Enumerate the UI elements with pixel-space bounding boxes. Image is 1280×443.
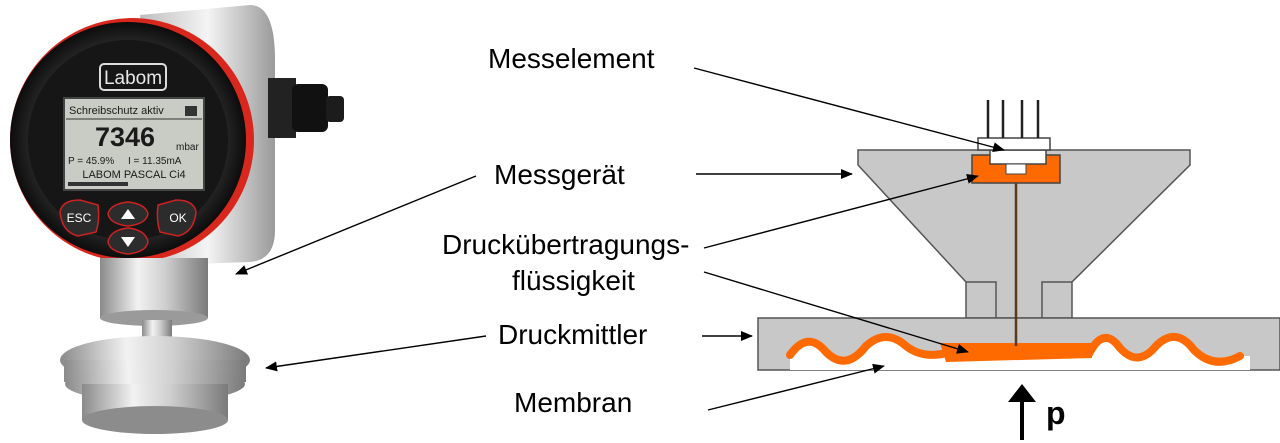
down-arrow-icon xyxy=(121,237,135,247)
leader-messgeraet-photo xyxy=(235,175,477,275)
leader-fluid-sensor xyxy=(703,173,979,249)
device-buttons: ESC OK xyxy=(59,199,197,255)
device-lcd xyxy=(63,97,205,191)
lcd-bar-graph xyxy=(68,182,128,186)
leader-fluid-chamber xyxy=(703,271,969,354)
lcd-current: I = 11.35mA xyxy=(128,156,182,167)
leader-membran xyxy=(707,363,885,411)
ok-button xyxy=(156,199,197,237)
label-fluessigkeit-line1: Druckübertragungs- xyxy=(442,229,689,260)
transmission-fluid-chamber xyxy=(940,343,1092,362)
ok-button-label: OK xyxy=(169,211,186,225)
sensor-element xyxy=(989,149,1047,165)
label-messgeraet: Messgerät xyxy=(494,159,625,190)
device-neck xyxy=(100,258,208,318)
pressure-transmitter-device: Labom Schreibschutz aktiv 7346 mbar P = … xyxy=(10,5,344,434)
up-arrow-icon xyxy=(121,209,135,219)
cross-section xyxy=(757,100,1280,371)
lcd-model: LABOM PASCAL Ci4 xyxy=(82,169,185,181)
label-fluessigkeit-line2: flüssigkeit xyxy=(512,265,635,296)
leader-lines xyxy=(235,67,1005,411)
lcd-reading-value: 7346 xyxy=(95,122,155,152)
device-brand: Labom xyxy=(104,68,162,89)
lcd-status-text: Schreibschutz aktiv xyxy=(69,105,164,117)
cable-gland xyxy=(268,78,344,138)
label-messelement: Messelement xyxy=(488,43,655,74)
up-arrow-icon xyxy=(1008,384,1036,402)
leader-messelement xyxy=(693,67,1005,153)
lock-icon xyxy=(185,106,197,116)
pressure-arrow xyxy=(1008,384,1036,440)
lcd-reading-unit: mbar xyxy=(176,142,199,153)
label-pressure: p xyxy=(1046,395,1066,431)
lcd-percent: P = 45.9% xyxy=(68,156,114,167)
sensor-pins xyxy=(986,100,1040,138)
esc-button xyxy=(59,199,100,237)
leader-druckmittler-photo xyxy=(265,335,487,372)
label-membran: Membran xyxy=(514,387,632,418)
label-druckmittler: Druckmittler xyxy=(498,319,647,350)
esc-button-label: ESC xyxy=(67,211,92,225)
